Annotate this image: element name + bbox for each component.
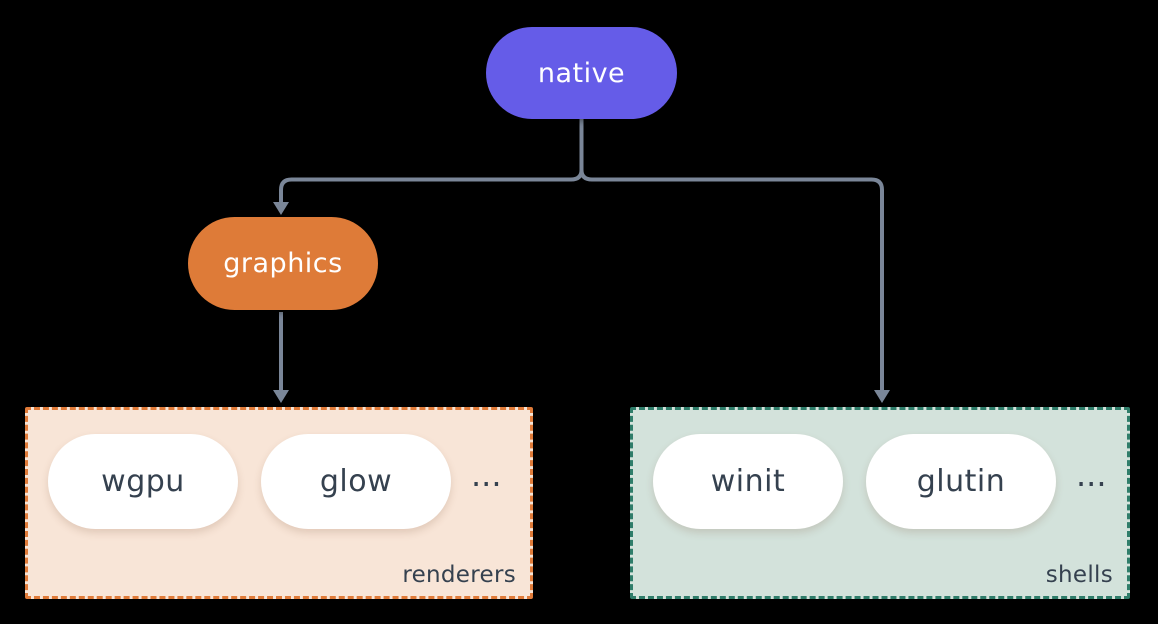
node-wgpu: wgpu bbox=[48, 434, 238, 529]
edge-native-graphics bbox=[279, 169, 584, 202]
node-graphics: graphics bbox=[188, 217, 378, 310]
node-glutin: glutin bbox=[866, 434, 1056, 529]
arrowhead-shells bbox=[874, 390, 890, 403]
node-glow: glow bbox=[261, 434, 451, 529]
shells-group-label: shells bbox=[1045, 562, 1113, 588]
node-winit: winit bbox=[653, 434, 843, 529]
group-renderers: wgpu glow ... renderers bbox=[25, 407, 533, 599]
renderers-ellipsis: ... bbox=[471, 456, 502, 494]
renderers-group-label: renderers bbox=[402, 562, 516, 588]
node-native: native bbox=[486, 27, 677, 119]
group-shells: winit glutin ... shells bbox=[630, 407, 1130, 599]
arrowhead-graphics bbox=[273, 202, 289, 215]
edge-native-shells bbox=[579, 169, 884, 390]
shells-ellipsis: ... bbox=[1076, 456, 1107, 494]
arrowhead-renderers bbox=[273, 390, 289, 403]
